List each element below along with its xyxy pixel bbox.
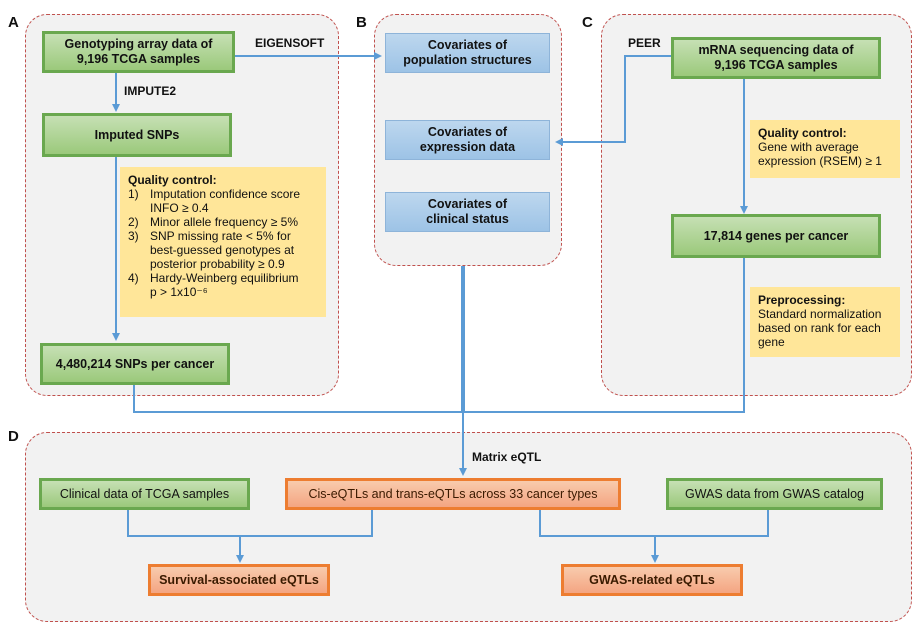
line-genes-to-merge [463,258,745,413]
qc-title: Quality control: [128,173,217,187]
panel-d-label: D [8,428,19,445]
line-eqtl-to-gwas-related [539,510,655,537]
eigensoft-label: EIGENSOFT [255,36,325,50]
genes-per-cancer-box: 17,814 genes per cancer [671,214,881,258]
snps-per-cancer-box: 4,480,214 SNPs per cancer [40,343,230,385]
survival-associated-eqtls-box: Survival-associated eQTLs [148,564,330,596]
cis-trans-eqtls-box: Cis-eQTLs and trans-eQTLs across 33 canc… [285,478,621,510]
gwas-related-eqtls-box: GWAS-related eQTLs [561,564,743,596]
imputed-snps-box: Imputed SNPs [42,113,232,157]
line-snps-to-merge [133,385,463,413]
matrix-eqtl-label: Matrix eQTL [472,450,542,464]
peer-label: PEER [628,36,661,50]
line-gwas-to-gwas-related [655,510,769,537]
gwas-catalog-box: GWAS data from GWAS catalog [666,478,883,510]
panel-a-label: A [8,14,19,31]
line-clinical-to-survival [127,510,240,537]
qc-item-2: 2)Minor allele frequency ≥ 5% [128,215,298,229]
arrow-mrna-to-expr [555,55,671,146]
line-eqtl-to-survival [240,510,373,537]
panel-c-label: C [582,14,593,31]
panel-b-label: B [356,14,367,31]
clinical-data-box: Clinical data of TCGA samples [39,478,250,510]
panel-a-quality-control-note: Quality control: 1)Imputation confidence… [120,167,326,317]
impute2-label: IMPUTE2 [124,84,177,98]
